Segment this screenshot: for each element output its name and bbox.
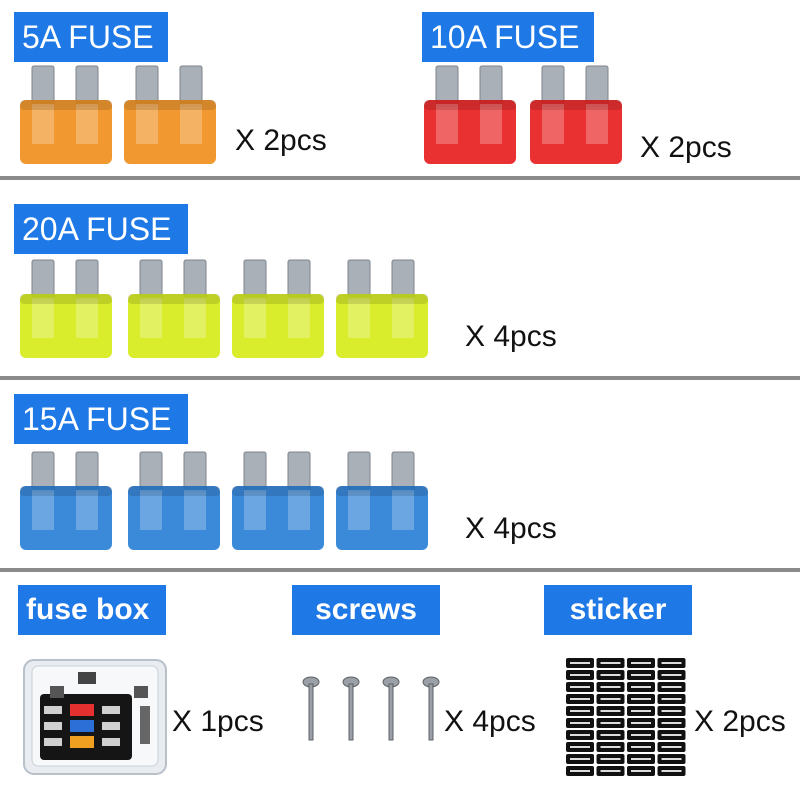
qty-15a: X 4pcs [465, 512, 557, 545]
label-sticker: sticker [544, 585, 692, 635]
label-20a-fuse: 20A FUSE [14, 204, 188, 254]
qty-fuse-box: X 1pcs [172, 705, 264, 738]
fuse-20a-item [18, 258, 114, 362]
fuse-15a-item [334, 450, 430, 554]
fuse-5a-item [122, 64, 218, 168]
fuse-10a-item [528, 64, 624, 168]
qty-5a: X 2pcs [235, 124, 327, 157]
label-15a-fuse: 15A FUSE [14, 394, 188, 444]
label-10a-fuse: 10A FUSE [422, 12, 594, 62]
fuse-20a-item [334, 258, 430, 362]
fuse-20a-item [230, 258, 326, 362]
screws-image [296, 672, 446, 752]
qty-10a: X 2pcs [640, 131, 732, 164]
fuse-20a-item [126, 258, 222, 362]
label-fuse-box: fuse box [18, 585, 166, 635]
divider-2 [0, 376, 800, 380]
label-5a-fuse: 5A FUSE [14, 12, 168, 62]
qty-20a: X 4pcs [465, 320, 557, 353]
fuse-box-image [22, 656, 168, 778]
qty-screws: X 4pcs [444, 705, 536, 738]
sticker-image [564, 656, 688, 780]
divider-1 [0, 176, 800, 180]
divider-3 [0, 568, 800, 572]
label-screws: screws [292, 585, 440, 635]
qty-sticker: X 2pcs [694, 705, 786, 738]
fuse-10a-item [422, 64, 518, 168]
fuse-5a-item [18, 64, 114, 168]
fuse-15a-item [230, 450, 326, 554]
fuse-15a-item [126, 450, 222, 554]
fuse-15a-item [18, 450, 114, 554]
